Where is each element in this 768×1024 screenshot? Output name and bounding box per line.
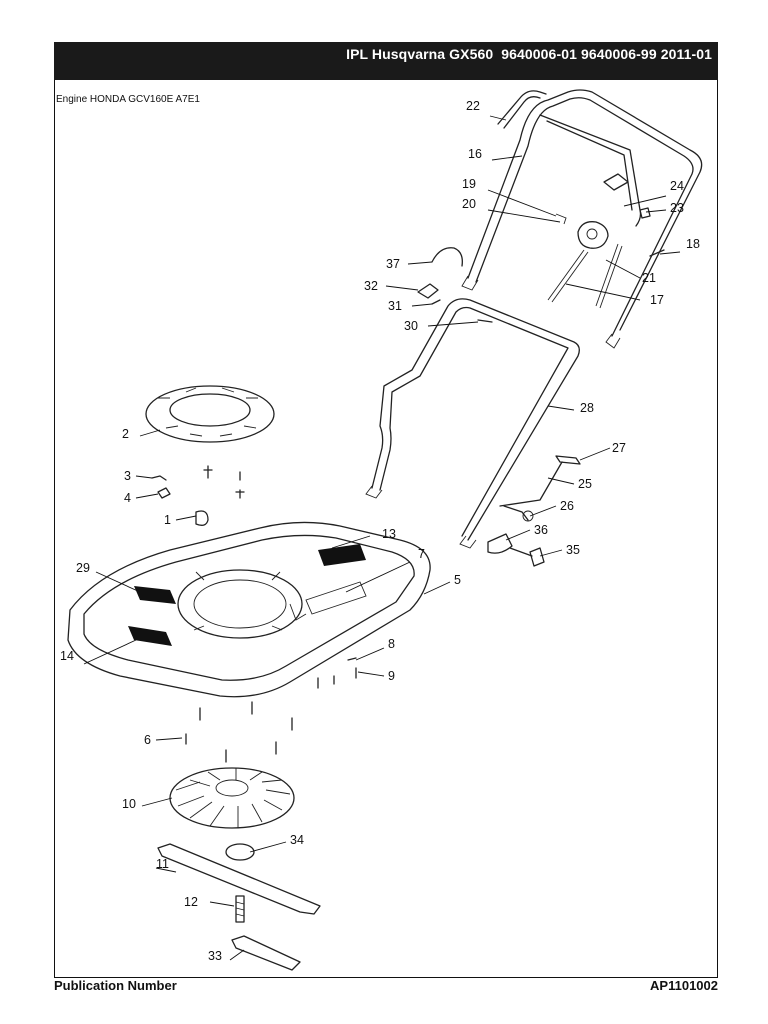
callout-36: 36: [534, 523, 548, 537]
fan-screws: [185, 701, 293, 763]
control-cables: [547, 243, 623, 309]
callout-12: 12: [184, 895, 198, 909]
callout-31: 31: [388, 299, 402, 313]
engine-label: Engine HONDA GCV160E A7E1: [56, 94, 200, 105]
callout-35: 35: [566, 543, 580, 557]
callout-8: 8: [388, 637, 395, 651]
plate-33: [231, 935, 301, 971]
callout-13: 13: [382, 527, 396, 541]
callout-34: 34: [290, 833, 304, 847]
callout-19: 19: [462, 177, 476, 191]
parts-sheet: [54, 42, 718, 978]
blade: [157, 843, 321, 915]
upper-handle: [461, 89, 703, 349]
callout-16: 16: [468, 147, 482, 161]
callout-33: 33: [208, 949, 222, 963]
callout-22: 22: [466, 99, 480, 113]
callout-21: 21: [642, 271, 656, 285]
handle-clip: [603, 173, 629, 191]
callout-numbers: 22 16 19 20 24 23 18 21 17 37 32 31 30 2…: [60, 99, 700, 963]
lower-handle: [365, 298, 580, 549]
callout-6: 6: [144, 733, 151, 747]
screw-31: [431, 299, 441, 305]
page-title: IPL Husqvarna GX560 9640006-01 9640006-9…: [346, 46, 712, 62]
throttle-control: [555, 213, 609, 249]
callout-23: 23: [670, 201, 684, 215]
screw-30: [477, 319, 493, 323]
bracket-32: [417, 283, 439, 299]
callout-2: 2: [122, 427, 129, 441]
exploded-parts-diagram: 22 16 19 20 24 23 18 21 17 37 32 31 30 2…: [60, 89, 703, 971]
leader-lines: [83, 115, 681, 961]
callout-27: 27: [612, 441, 626, 455]
publication-number-value: AP1101002: [650, 978, 718, 993]
mower-deck: [67, 521, 431, 698]
callout-7: 7: [418, 547, 425, 561]
callout-20: 20: [462, 197, 476, 211]
small-fasteners: [151, 465, 245, 526]
callout-30: 30: [404, 319, 418, 333]
callout-5: 5: [454, 573, 461, 587]
callout-24: 24: [670, 179, 684, 193]
callout-10: 10: [122, 797, 136, 811]
callout-26: 26: [560, 499, 574, 513]
callout-28: 28: [580, 401, 594, 415]
clip-37: [431, 247, 463, 267]
screw-23: [639, 207, 651, 219]
callout-1: 1: [164, 513, 171, 527]
publication-number-label: Publication Number: [54, 978, 177, 993]
screw-18: [649, 249, 665, 257]
blade-adapter: [225, 843, 255, 861]
bail-lever: [497, 90, 547, 129]
callout-14: 14: [60, 649, 74, 663]
callout-3: 3: [124, 469, 131, 483]
header-bar: [54, 42, 718, 80]
decal-13: [318, 544, 366, 566]
top-cover-ring: [145, 385, 275, 443]
callout-32: 32: [364, 279, 378, 293]
callout-11: 11: [156, 857, 169, 871]
cooling-fan: [169, 767, 295, 829]
callout-37: 37: [386, 257, 400, 271]
blade-bolt: [235, 895, 245, 923]
callout-29: 29: [76, 561, 90, 575]
decal-14: [128, 626, 172, 646]
callout-18: 18: [686, 237, 700, 251]
callout-4: 4: [124, 491, 131, 505]
deck-fasteners: [317, 657, 357, 689]
decal-29: [134, 586, 176, 604]
lower-fittings: [487, 455, 581, 567]
callout-9: 9: [388, 669, 395, 683]
callout-25: 25: [578, 477, 592, 491]
callout-17: 17: [650, 293, 664, 307]
